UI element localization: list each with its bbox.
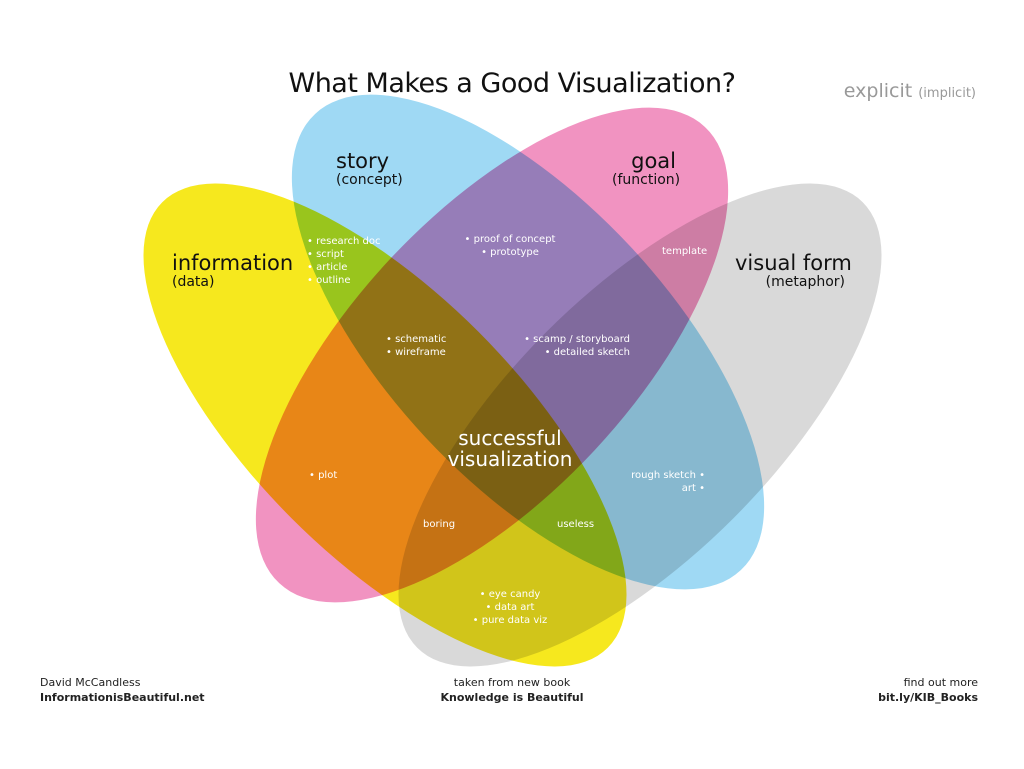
legend-implicit: (implicit) xyxy=(918,86,976,101)
author-name: David McCandless xyxy=(40,676,141,689)
book-title: Knowledge is Beautiful xyxy=(440,691,584,704)
region-item: • pure data viz xyxy=(472,615,548,626)
region-item: • schematic xyxy=(386,334,447,345)
region-item: • script xyxy=(307,249,344,260)
region-item: • outline xyxy=(307,275,351,286)
legend-explicit: explicit xyxy=(843,80,913,102)
region-story-goal: • proof of concept • prototype xyxy=(455,233,565,259)
region-boring: boring xyxy=(423,519,456,530)
set-sub: (data) xyxy=(172,274,215,290)
set-name: goal xyxy=(631,149,676,173)
more-link[interactable]: bit.ly/KIB_Books xyxy=(878,691,978,704)
region-info-story: • research doc • script • article • outline xyxy=(307,235,380,287)
set-sub: (metaphor) xyxy=(765,274,845,290)
set-label-information: information(data) xyxy=(172,252,293,290)
region-item: • prototype xyxy=(481,247,539,258)
set-label-story: story(concept) xyxy=(336,150,403,188)
source-line: taken from new book xyxy=(453,676,571,689)
region-info-form: • eye candy • data art • pure data viz xyxy=(460,588,560,627)
region-story-form: rough sketch • art • xyxy=(620,469,705,495)
region-item: • wireframe xyxy=(386,347,446,358)
set-sub: (concept) xyxy=(336,172,403,188)
region-info-story-goal: • schematic • wireframe xyxy=(386,333,446,359)
region-item: art • xyxy=(681,483,705,494)
more-label: find out more xyxy=(903,676,978,689)
set-label-visual-form: visual form(metaphor) xyxy=(735,251,852,290)
region-item: • scamp / storyboard xyxy=(524,334,630,345)
region-info-goal: • plot xyxy=(309,470,338,481)
region-goal-form: template xyxy=(662,246,708,257)
legend: explicit (implicit) xyxy=(844,80,976,102)
ellipse-goal xyxy=(255,107,729,603)
set-name: visual form xyxy=(735,251,852,275)
region-item: • detailed sketch xyxy=(544,347,630,358)
set-name: story xyxy=(336,149,390,173)
region-item: • data art xyxy=(485,602,535,613)
set-name: information xyxy=(172,251,294,275)
page-title: What Makes a Good Visualization? xyxy=(288,68,736,99)
region-item: rough sketch • xyxy=(631,470,705,481)
region-item: • article xyxy=(307,262,348,273)
set-sub: (function) xyxy=(612,172,681,188)
center-line: successful xyxy=(458,426,562,450)
region-item: • research doc xyxy=(307,236,381,247)
region-item: • eye candy xyxy=(479,589,541,600)
region-useless: useless xyxy=(557,519,595,530)
set-label-goal: goal(function) xyxy=(612,149,681,188)
region-story-goal-form: • scamp / storyboard • detailed sketch xyxy=(520,333,630,359)
region-item: • proof of concept xyxy=(464,234,556,245)
author-site-link[interactable]: InformationisBeautiful.net xyxy=(40,691,205,704)
center-line: visualization xyxy=(447,447,573,471)
footer-more: find out more bit.ly/KIB_Books xyxy=(878,675,978,705)
